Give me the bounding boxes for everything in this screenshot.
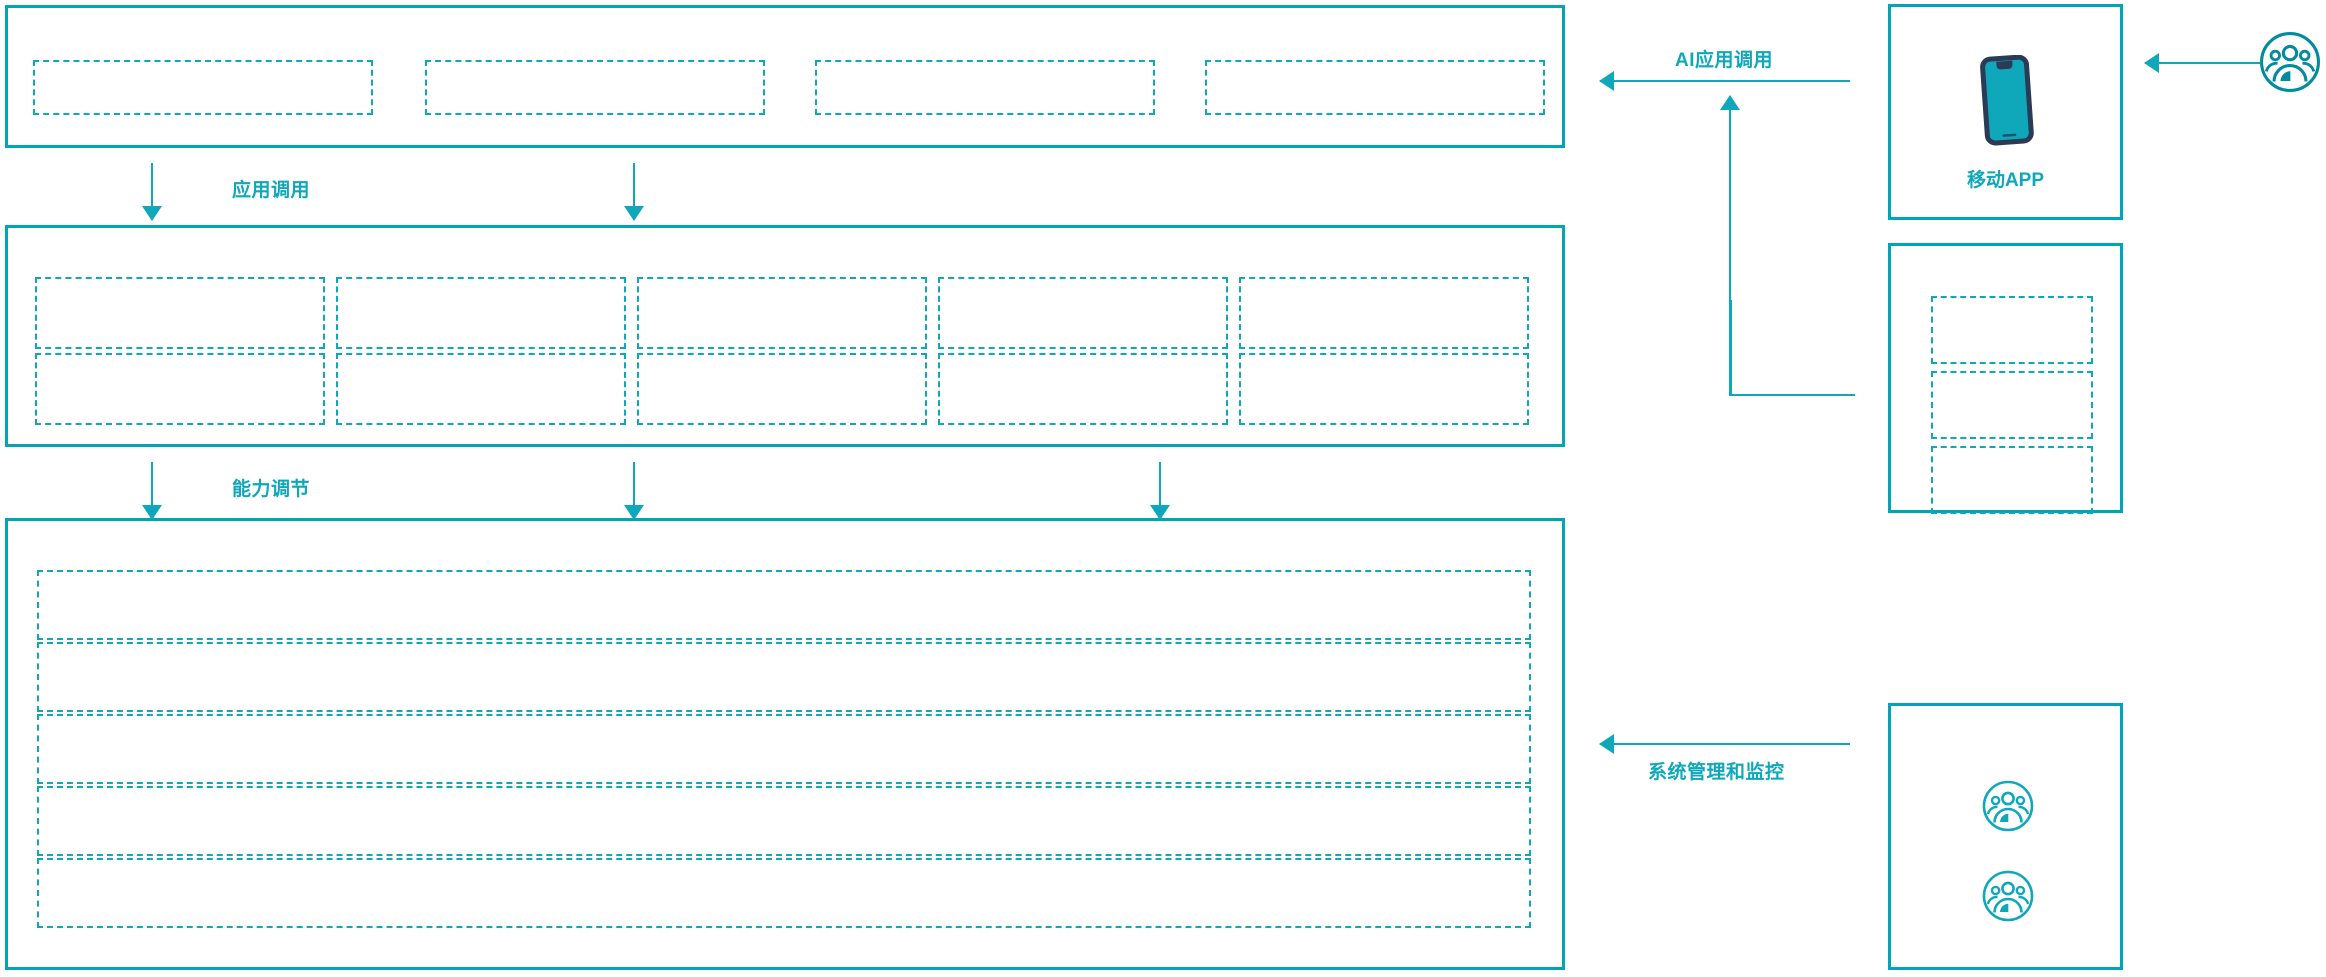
infrastructure-row-2[interactable]	[37, 642, 1531, 712]
infrastructure-row-1[interactable]	[37, 570, 1531, 640]
capability-layer-panel	[5, 225, 1565, 447]
application-box-1[interactable]	[33, 60, 373, 115]
user-group-icon-2[interactable]	[1981, 869, 2035, 928]
channel-box-2[interactable]	[1931, 371, 2093, 439]
channels-panel	[1888, 243, 2123, 513]
capability-box-r1c4[interactable]	[938, 277, 1228, 349]
application-call-arrow-2	[633, 163, 635, 220]
smartphone-icon	[1979, 54, 2037, 152]
mobile-app-panel: 移动APP	[1888, 4, 2123, 220]
infrastructure-row-4[interactable]	[37, 786, 1531, 856]
capability-box-r1c1[interactable]	[35, 277, 325, 349]
capability-adjust-arrow-2	[633, 462, 635, 519]
channel-box-1[interactable]	[1931, 296, 2093, 364]
operators-panel	[1888, 703, 2123, 970]
capability-adjust-arrow-1	[151, 462, 153, 519]
mobile-app-caption: 移动APP	[1966, 170, 2045, 191]
channel-box-3[interactable]	[1931, 446, 2093, 514]
capability-adjust-arrow-3	[1159, 462, 1161, 519]
capability-box-r2c4[interactable]	[938, 353, 1228, 425]
capability-box-r1c3[interactable]	[637, 277, 927, 349]
application-box-4[interactable]	[1205, 60, 1545, 115]
ai-application-call-arrow	[1600, 80, 1850, 82]
capability-box-r2c5[interactable]	[1239, 353, 1529, 425]
application-layer-panel	[5, 5, 1565, 148]
application-box-2[interactable]	[425, 60, 765, 115]
ai-application-call-label: AI应用调用	[1675, 50, 1774, 71]
channels-feed-arrow	[1729, 96, 1731, 396]
infrastructure-row-5[interactable]	[37, 858, 1531, 928]
infrastructure-layer-panel	[5, 518, 1565, 970]
capability-box-r2c3[interactable]	[637, 353, 927, 425]
capability-box-r1c5[interactable]	[1239, 277, 1529, 349]
system-management-arrow	[1600, 743, 1850, 745]
capability-box-r2c1[interactable]	[35, 353, 325, 425]
infrastructure-row-3[interactable]	[37, 714, 1531, 784]
external-user-arrow	[2145, 62, 2260, 64]
capability-box-r2c2[interactable]	[336, 353, 626, 425]
application-call-arrow-1	[151, 163, 153, 220]
user-group-icon-1[interactable]	[1981, 779, 2035, 838]
channels-feed-elbow	[1730, 300, 1855, 396]
capability-adjust-label: 能力调节	[232, 479, 311, 500]
external-user-icon[interactable]	[2258, 30, 2322, 99]
application-box-3[interactable]	[815, 60, 1155, 115]
system-management-label: 系统管理和监控	[1648, 762, 1785, 783]
capability-box-r1c2[interactable]	[336, 277, 626, 349]
application-call-label: 应用调用	[232, 180, 311, 201]
